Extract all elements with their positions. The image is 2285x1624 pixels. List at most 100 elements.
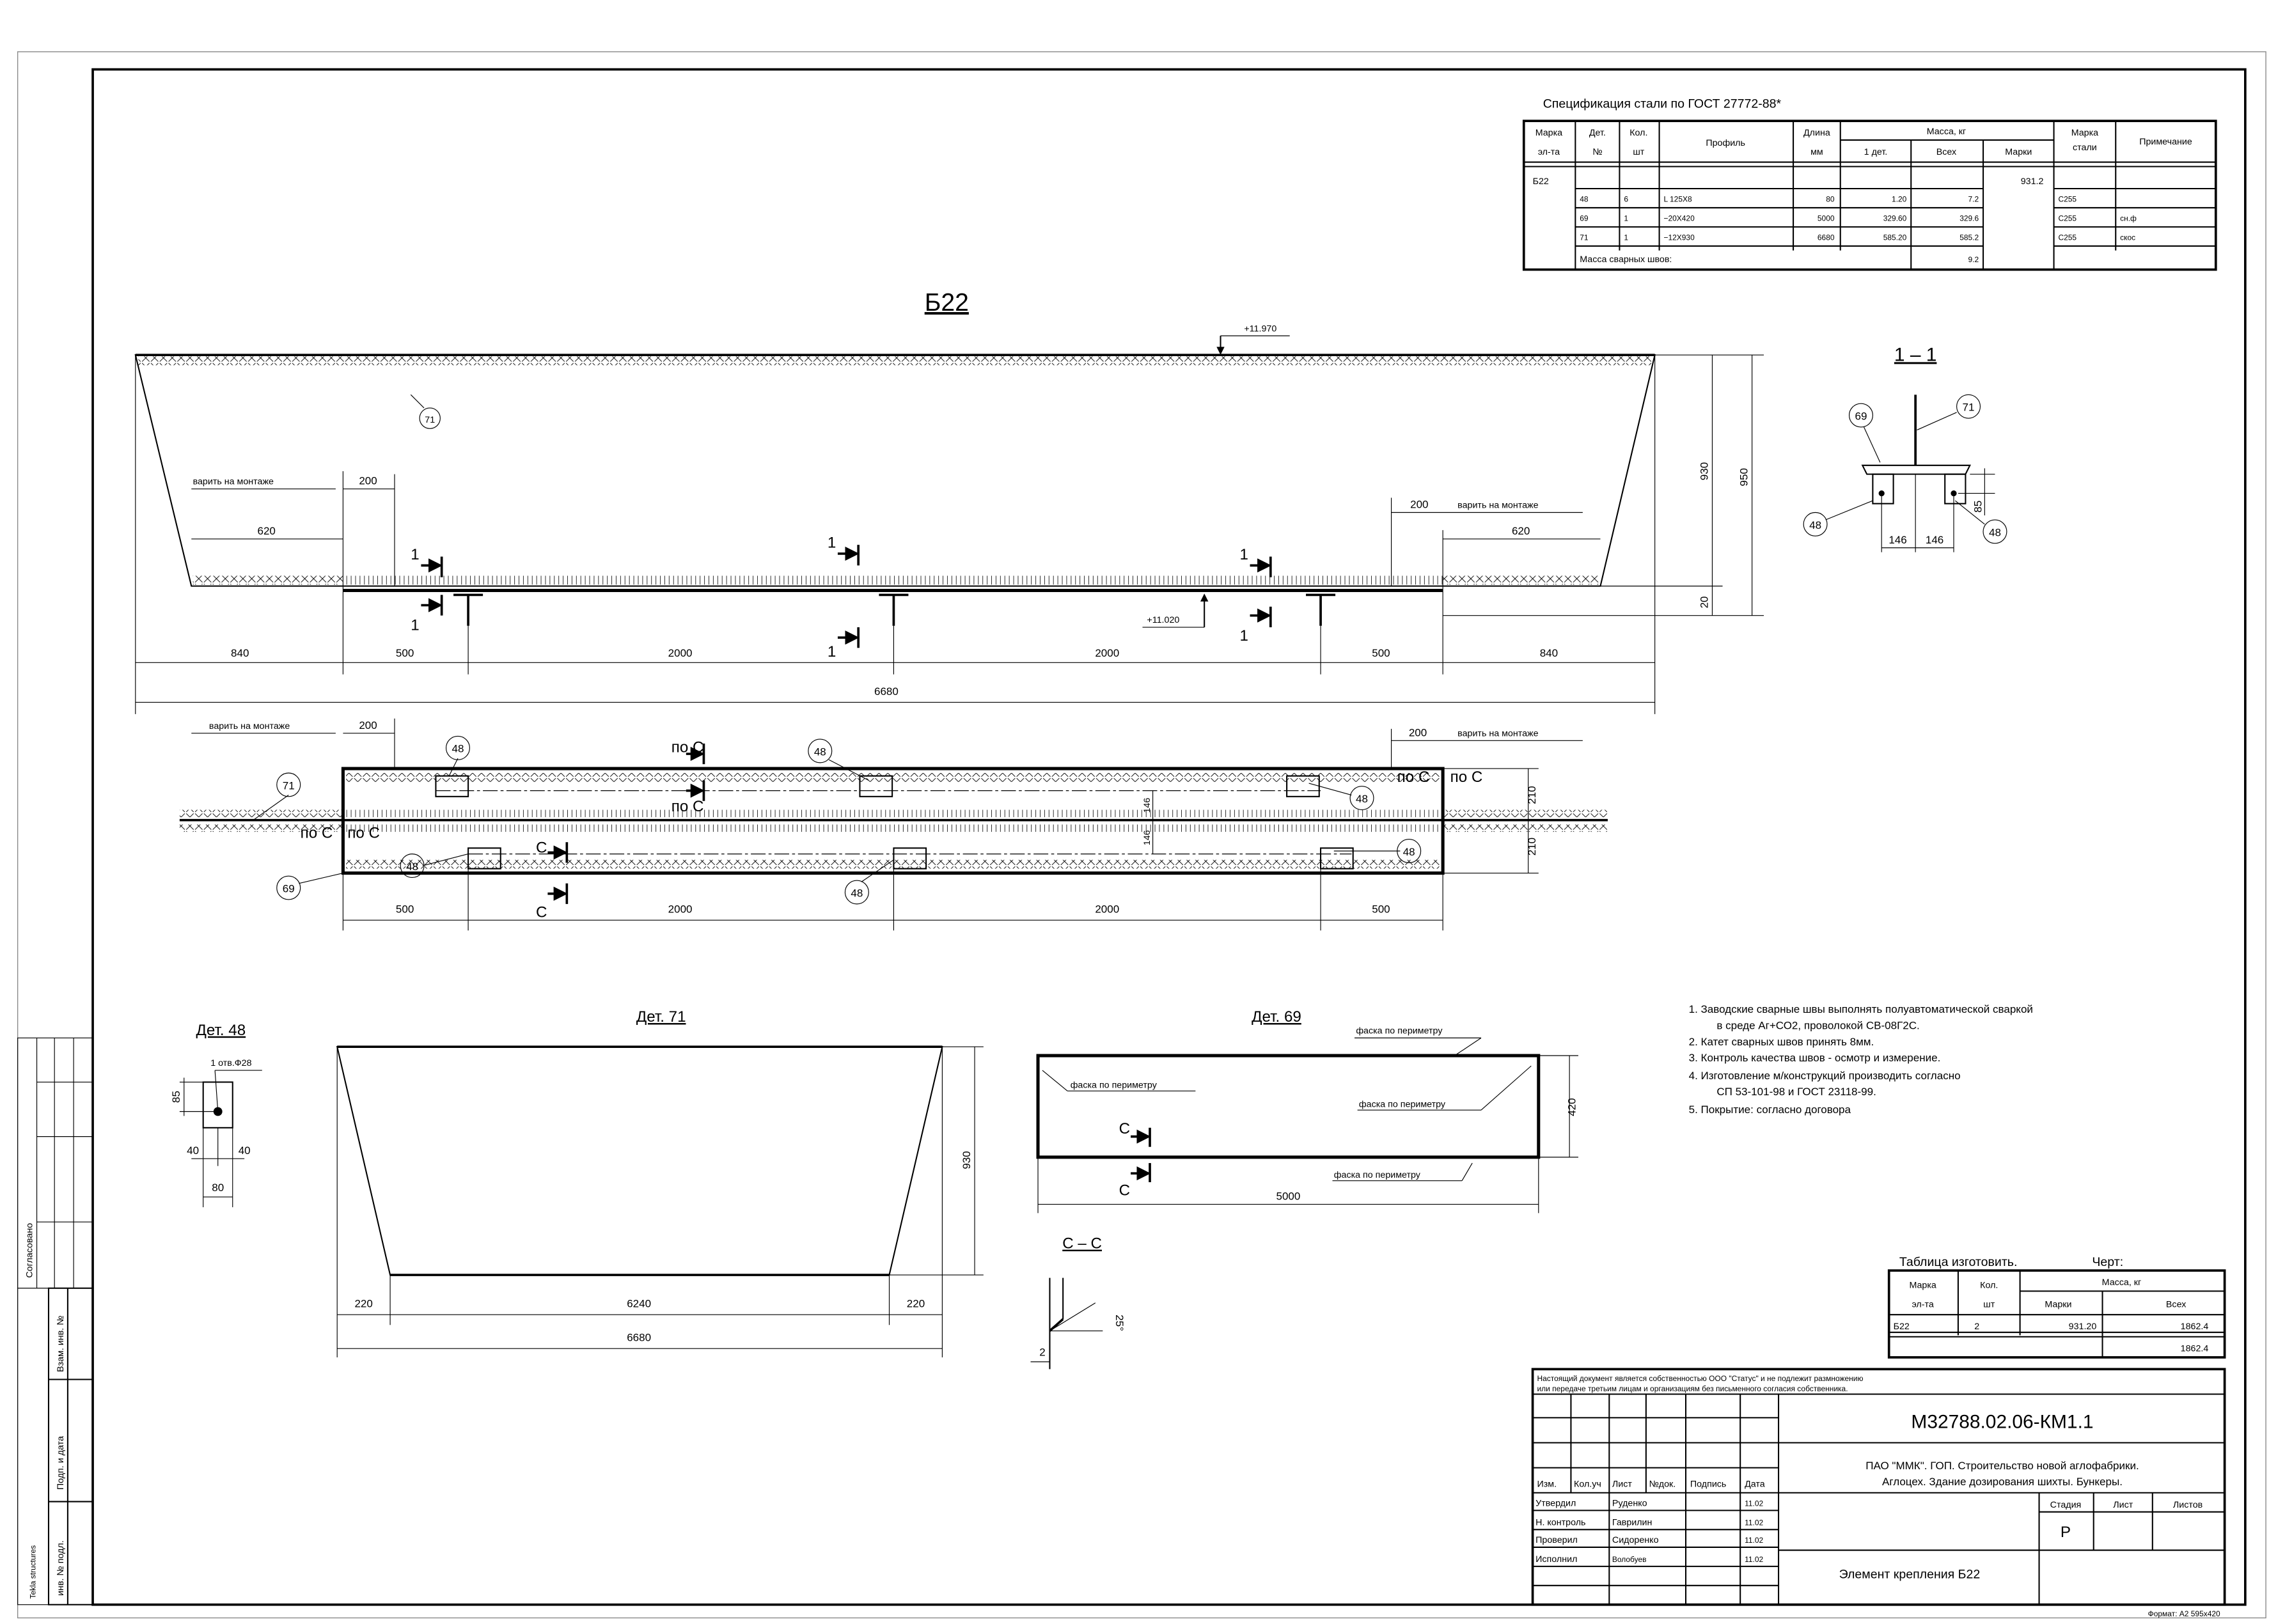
spec-weld-label: Масса сварных швов: bbox=[1580, 254, 1672, 265]
spec-header-mark: Марка bbox=[1535, 128, 1562, 138]
section-1-1-view: 1 – 1 85 146 146 69 71 48 48 bbox=[1803, 344, 2007, 552]
dim-146-bottom: 146 bbox=[1142, 830, 1152, 845]
tb-col-signature: Подпись bbox=[1690, 1480, 1726, 1490]
fabrication-drawing-label: Черт: bbox=[2092, 1255, 2123, 1269]
chamfer-note: фаска по периметру bbox=[1071, 1081, 1158, 1091]
dim-146-right: 146 bbox=[1926, 534, 1943, 546]
spec-title: Спецификация стали по ГОСТ 27772-88* bbox=[1543, 97, 1782, 111]
spec-cell-mass-one: 329.60 bbox=[1883, 214, 1907, 223]
elevation-view: Б22 +11.970 +11.020 71 варить на монтаже… bbox=[134, 289, 1764, 714]
tb-col-change: Изм. bbox=[1537, 1480, 1557, 1490]
dim-6680: 6680 bbox=[627, 1332, 651, 1344]
signer-date: 11.02 bbox=[1745, 1518, 1763, 1527]
section-c-label: С bbox=[1119, 1120, 1130, 1137]
side-stamp-signature-date: Подп. и дата bbox=[56, 1436, 66, 1490]
section-label: 1 bbox=[828, 535, 836, 552]
angle-label: 25° bbox=[1113, 1315, 1126, 1331]
dim-40-left: 40 bbox=[187, 1144, 199, 1157]
dim-200-right: 200 bbox=[1409, 726, 1427, 738]
callout-label: 71 bbox=[283, 779, 295, 792]
fab-header-mark: Марка bbox=[1909, 1281, 1936, 1291]
section-mark-1-1 bbox=[421, 545, 1272, 648]
signer-name: Волобуев bbox=[1612, 1555, 1647, 1564]
ownership-note: Настоящий документ является собственност… bbox=[1537, 1374, 1863, 1383]
weld-site-note-right: варить на монтаже bbox=[1457, 501, 1538, 511]
elevation-title: Б22 bbox=[925, 289, 969, 316]
spec-cell-mass-all: 7.2 bbox=[1968, 195, 1979, 204]
section-1-1-title: 1 – 1 bbox=[1894, 344, 1937, 365]
callout-label: 71 bbox=[1963, 402, 1975, 414]
note-line: в среде Аг+СО2, проволокой СВ-08Г2С. bbox=[1716, 1020, 1919, 1032]
callout-label: 48 bbox=[406, 861, 418, 873]
signer-role: Утвердил bbox=[1535, 1498, 1576, 1508]
weld-ref-label: по С bbox=[1397, 769, 1430, 786]
weld-site-note-left: варить на монтаже bbox=[193, 477, 274, 487]
spec-cell-qty: 1 bbox=[1624, 233, 1628, 242]
spec-header-length-2: мм bbox=[1810, 147, 1823, 157]
section-c-label: С bbox=[536, 839, 547, 856]
document-number: М32788.02.06-КМ1.1 bbox=[1911, 1411, 2093, 1432]
signer-role: Проверил bbox=[1535, 1535, 1578, 1545]
spec-header-det: Дет. bbox=[1589, 128, 1606, 138]
fabrication-table: Таблица изготовить. Черт: Марка эл-та Ко… bbox=[1887, 1255, 2226, 1359]
general-notes: 1. Заводские сварные швы выполнять полуа… bbox=[1689, 1003, 2033, 1116]
spec-cell-profile: −20X420 bbox=[1663, 214, 1695, 223]
spec-cell-length: 5000 bbox=[1818, 214, 1835, 223]
ownership-note-2: или передаче третьим лицам и организация… bbox=[1537, 1384, 1848, 1393]
detail-69: Дет. 69 фаска по периметру фаска по пери… bbox=[1036, 1008, 1578, 1214]
fab-header-mass: Масса, кг bbox=[2102, 1277, 2142, 1288]
spec-header-qty: Кол. bbox=[1629, 128, 1647, 138]
tb-col-sheet: Лист bbox=[1612, 1480, 1632, 1490]
chamfer-note: фаска по периметру bbox=[1334, 1170, 1421, 1180]
spec-row: 71 1 −12X930 6680 585.20 585.2 С255 скос bbox=[1580, 233, 2135, 242]
callout-label: 69 bbox=[1855, 410, 1867, 422]
sheet-frame bbox=[17, 51, 2266, 1619]
fab-header-qty-2: шт bbox=[1983, 1300, 1995, 1310]
spec-header-steel-2: стали bbox=[2073, 143, 2097, 153]
dim-85: 85 bbox=[1972, 501, 1984, 513]
spec-row: 48 6 L 125X8 80 1.20 7.2 С255 bbox=[1580, 195, 2077, 204]
note-line: 4. Изготовление м/конструкций производит… bbox=[1689, 1070, 1961, 1082]
signer-name: Сидоренко bbox=[1612, 1535, 1659, 1545]
spec-cell-steel: С255 bbox=[2058, 233, 2077, 242]
signer-date: 11.02 bbox=[1745, 1499, 1763, 1508]
section-label: 1 bbox=[1239, 627, 1248, 644]
spec-header-qty-2: шт bbox=[1633, 147, 1644, 157]
callout-label: 48 bbox=[851, 887, 863, 899]
weld-ref-label: по С bbox=[301, 824, 333, 841]
dim-210-bottom: 210 bbox=[1526, 838, 1538, 855]
dim-label: 500 bbox=[1372, 903, 1390, 916]
dim-label: 500 bbox=[396, 647, 414, 659]
detail-48: Дет. 48 1 отв.Ф28 85 40 40 80 bbox=[170, 1022, 262, 1208]
dim-label: 500 bbox=[396, 903, 414, 916]
weld-ref-label: по С bbox=[671, 798, 704, 815]
fabrication-title: Таблица изготовить. bbox=[1899, 1255, 2018, 1269]
title-block: Настоящий документ является собственност… bbox=[1531, 1368, 2226, 1618]
spec-header-mass-mark: Марки bbox=[2005, 147, 2032, 157]
level-top: +11.970 bbox=[1244, 324, 1276, 334]
weld-site-note-left: варить на монтаже bbox=[209, 721, 290, 731]
signer-role: Исполнил bbox=[1535, 1554, 1577, 1565]
note-line: 3. Контроль качества швов - осмотр и изм… bbox=[1689, 1052, 1941, 1064]
plan-view: 48 48 48 48 48 48 71 69 по С по С по С п… bbox=[179, 718, 1608, 931]
detail-48-title: Дет. 48 bbox=[196, 1022, 246, 1039]
dim-label: 500 bbox=[1372, 647, 1390, 659]
section-label: 1 bbox=[411, 546, 419, 563]
spec-cell-steel: С255 bbox=[2058, 214, 2077, 223]
callout-label: 48 bbox=[1356, 793, 1368, 805]
dim-930: 930 bbox=[961, 1151, 973, 1169]
section-label: 1 bbox=[828, 643, 836, 660]
stage-label: Стадия bbox=[2050, 1500, 2082, 1510]
chamfer-note: фаска по периметру bbox=[1359, 1100, 1446, 1110]
spec-cell-qty: 1 bbox=[1624, 214, 1628, 223]
spec-header-det-2: № bbox=[1592, 147, 1602, 157]
spec-cell-length: 6680 bbox=[1818, 233, 1835, 242]
dim-620-right: 620 bbox=[1512, 525, 1530, 537]
callout-label: 48 bbox=[1989, 526, 2001, 538]
weld-symbol-right bbox=[1443, 575, 1599, 585]
fab-header-mark-2: эл-та bbox=[1912, 1300, 1933, 1310]
fab-cell-mark: Б22 bbox=[1894, 1322, 1910, 1332]
callout-71 bbox=[419, 407, 441, 429]
spec-header-mass: Масса, кг bbox=[1927, 127, 1967, 137]
spec-header-mass-one: 1 дет. bbox=[1864, 147, 1888, 157]
